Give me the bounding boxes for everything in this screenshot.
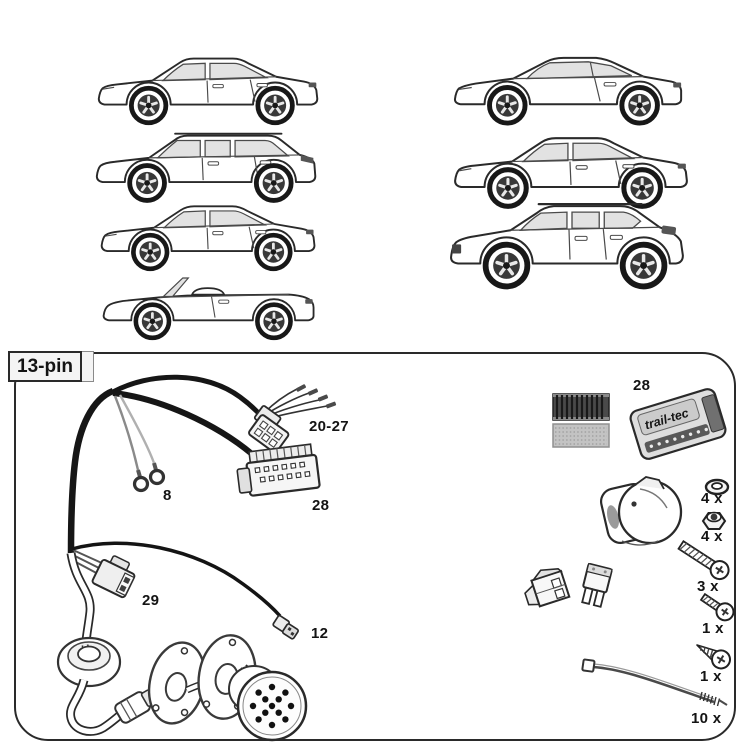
connector-28-icon bbox=[236, 443, 321, 497]
callout-28-connector: 28 bbox=[312, 497, 330, 514]
connector-12-icon bbox=[272, 614, 299, 640]
qty-cable-tie: 10 x bbox=[691, 710, 722, 727]
vehicle-sedan-2 bbox=[102, 206, 315, 269]
socket-cover-icon bbox=[600, 476, 683, 546]
callout-8: 8 bbox=[163, 487, 172, 504]
wiring-harness-illustration bbox=[56, 374, 337, 742]
velcro-strip-dark-icon bbox=[552, 393, 610, 421]
connector-20-27-icon bbox=[248, 405, 290, 454]
socket-13pin-icon bbox=[228, 664, 308, 742]
qty-lock-nut: 4 x bbox=[701, 528, 723, 545]
ring-terminals-icon bbox=[132, 462, 166, 493]
vehicle-sedan-3 bbox=[455, 138, 687, 206]
fuse-holder-icon bbox=[524, 567, 571, 608]
control-module-icon: trail-tec bbox=[629, 388, 727, 460]
connector-29-icon bbox=[91, 555, 136, 599]
qty-screw: 1 x bbox=[700, 668, 722, 685]
washer-icon bbox=[704, 478, 730, 496]
callout-12: 12 bbox=[311, 625, 329, 642]
pin-type-label: 13-pin bbox=[8, 351, 94, 382]
callout-20-27: 20-27 bbox=[309, 418, 349, 435]
long-bolt-icon bbox=[677, 539, 730, 581]
vehicle-applicability-section bbox=[97, 58, 687, 338]
callout-28-module: 28 bbox=[633, 377, 651, 394]
vehicle-coupe bbox=[455, 58, 681, 123]
grommet-icon bbox=[56, 636, 122, 688]
vehicle-sedan-1 bbox=[99, 59, 318, 123]
screw-icon bbox=[696, 644, 732, 670]
qty-long-bolt: 3 x bbox=[697, 578, 719, 595]
pin-type-text: 13-pin bbox=[17, 355, 73, 377]
kit-parts: trail-tec bbox=[524, 388, 735, 707]
qty-washer: 4 x bbox=[701, 490, 723, 507]
kit-contents-panel bbox=[14, 352, 736, 741]
cable-tie-icon bbox=[581, 658, 728, 707]
vehicle-wagon bbox=[97, 134, 315, 201]
vehicle-convertible bbox=[104, 278, 314, 338]
blade-fuse-icon bbox=[581, 562, 613, 608]
callout-29: 29 bbox=[142, 592, 160, 609]
crimp-terminals-icon bbox=[295, 384, 337, 409]
lock-nut-icon bbox=[701, 511, 727, 530]
short-bolt-icon bbox=[699, 592, 735, 622]
velcro-strip-light-icon bbox=[552, 423, 610, 448]
vehicle-suv bbox=[451, 204, 683, 286]
qty-short-bolt: 1 x bbox=[702, 620, 724, 637]
mounting-plate-icon bbox=[147, 641, 207, 725]
